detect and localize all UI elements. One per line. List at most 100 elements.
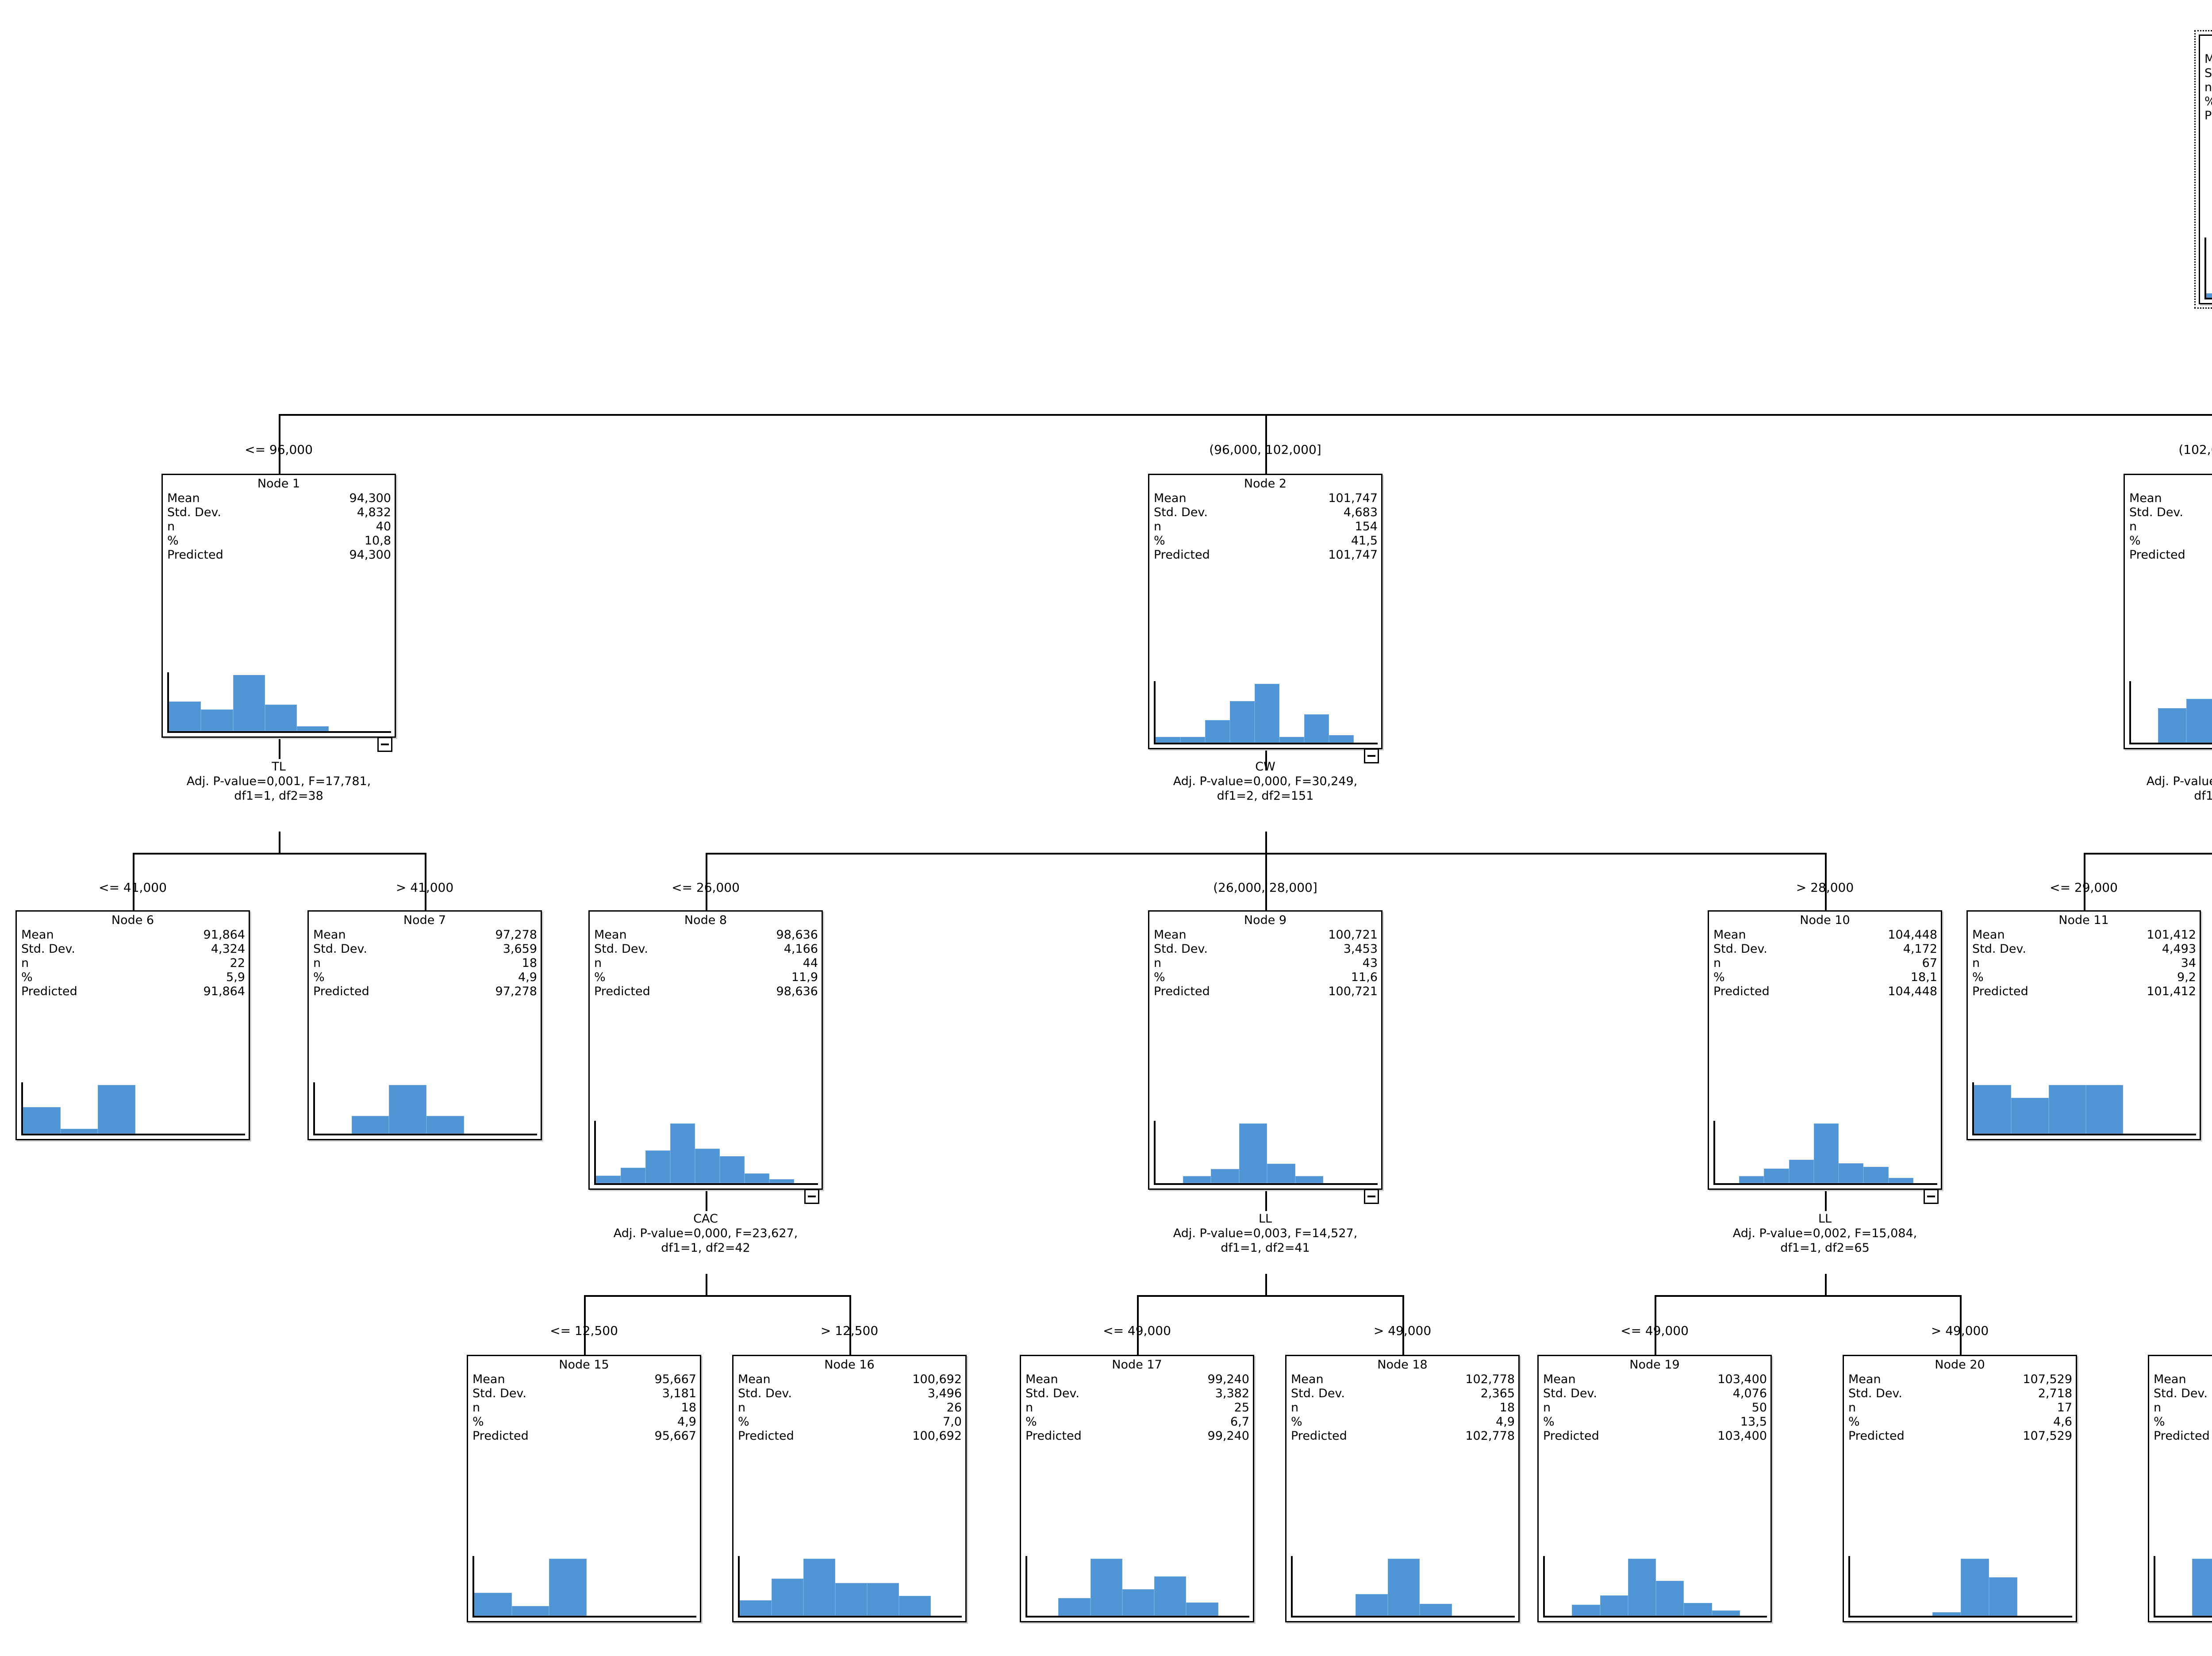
node-stat-std-dev-label: Std. Dev.	[1972, 942, 2026, 956]
histogram-bar	[1304, 714, 1329, 743]
node-stat-percent-label: %	[472, 1414, 484, 1429]
node-stat-std-dev: Std. Dev.3,659	[313, 942, 537, 956]
node-stat-std-dev-label: Std. Dev.	[1848, 1387, 1902, 1401]
node-stat-n-label: n	[1154, 520, 1162, 534]
node-stat-predicted-value: 104,448	[1888, 984, 1937, 998]
histogram-bar	[835, 1583, 867, 1616]
node-stat-percent-label: %	[1154, 970, 1165, 984]
drop-node19	[1655, 1295, 1656, 1355]
node-stat-std-dev: Std. Dev.3,181	[472, 1387, 696, 1401]
node-stat-percent-value: 10,8	[364, 533, 391, 548]
node-stat-n-value: 50	[1751, 1401, 1767, 1415]
node-stat-predicted-label: Predicted	[2154, 1429, 2210, 1443]
histogram-bar	[1122, 1589, 1155, 1616]
node-stat-percent-value: 4,9	[1496, 1414, 1515, 1429]
node-stat-n-label: n	[1543, 1401, 1551, 1415]
histogram-bar	[1600, 1595, 1628, 1616]
node-stat-std-dev-value: 3,453	[1343, 942, 1378, 956]
node-stat-percent-value: 7,0	[943, 1414, 962, 1429]
node-stat-n-label: n	[167, 520, 175, 534]
node-stat-mean-value: 103,400	[1717, 1372, 1767, 1387]
node-stat-predicted-value: 100,692	[912, 1429, 962, 1443]
node-stat-std-dev-label: Std. Dev.	[167, 506, 221, 520]
tree-node-node3[interactable]: Node 3Mean103,816Std. Dev.4,955n76%20,5P…	[2124, 474, 2212, 749]
node-histogram	[2129, 681, 2212, 744]
node-stat-n-value: 44	[803, 956, 818, 970]
node-stat-std-dev-label: Std. Dev.	[1154, 506, 1208, 520]
histogram-bar	[1932, 1612, 1961, 1616]
collapse-node-button[interactable]	[804, 1189, 819, 1204]
node-stat-n-value: 18	[681, 1401, 696, 1415]
edge-node2-to-cw	[1265, 749, 1267, 770]
edge-cw-to-bus	[1265, 832, 1267, 854]
collapse-node-button[interactable]	[1924, 1189, 1939, 1204]
node-stat-mean-value: 91,864	[203, 928, 245, 942]
node-stat-n: n 50	[1543, 1401, 1767, 1415]
branch-label-node6: <= 41,000	[99, 880, 167, 895]
node-stat-std-dev-label: Std. Dev.	[1025, 1387, 1079, 1401]
histogram-bar	[389, 1085, 427, 1134]
split-ll-node10-variable: LL	[1818, 1212, 1832, 1226]
split-cw-node2-variable: CW	[1255, 760, 1275, 774]
node-title: Node 7	[403, 913, 446, 927]
histogram-bar	[1684, 1603, 1712, 1616]
node-histogram	[21, 1082, 245, 1135]
collapse-node-button[interactable]	[1364, 1189, 1379, 1204]
edge-tl-to-bus	[279, 832, 280, 854]
histogram-bar	[1961, 1559, 1989, 1616]
histogram-bar	[899, 1596, 931, 1616]
node-stat-std-dev-label: Std. Dev.	[738, 1387, 792, 1401]
split-tl-line2: df1=1, df2=38	[234, 789, 323, 803]
edge-node8-to-cac	[706, 1190, 707, 1211]
split-cac: CAC Adj. P-value=0,000, F=23,627, df1=1,…	[614, 1212, 798, 1256]
node-stat-mean-value: 104,448	[1888, 928, 1937, 942]
node-stat-std-dev-label: Std. Dev.	[1291, 1387, 1345, 1401]
drop-node7	[425, 853, 426, 910]
node-histogram	[594, 1121, 818, 1185]
tree-node-node0[interactable]: Node 0Mean103,787Std. Dev.7,471n371%100,…	[2194, 30, 2212, 309]
node-stat-percent-value: 5,9	[226, 970, 245, 984]
node-title: Node 2	[1244, 477, 1287, 491]
drop-node2	[1265, 414, 1267, 474]
collapse-node-button[interactable]	[377, 737, 392, 752]
node-stat-percent: %4,9	[313, 970, 537, 985]
node-stat-predicted-label: Predicted	[1025, 1429, 1082, 1443]
node-histogram	[167, 672, 391, 733]
histogram-bar	[2158, 708, 2186, 743]
node-stat-std-dev-value: 4,076	[1732, 1387, 1767, 1401]
split-tl-line1: Adj. P-value=0,001, F=17,781,	[186, 774, 371, 788]
node-title: Node 8	[684, 913, 727, 927]
node-stat-std-dev: Std. Dev.4,955	[2129, 506, 2212, 520]
tree-node-node21[interactable]: Node 21Mean103,895Std. Dev.3,035n19%5,1P…	[2148, 1355, 2212, 1622]
node-title: Node 21	[2149, 1356, 2212, 1372]
collapse-node-button[interactable]	[1364, 748, 1379, 763]
